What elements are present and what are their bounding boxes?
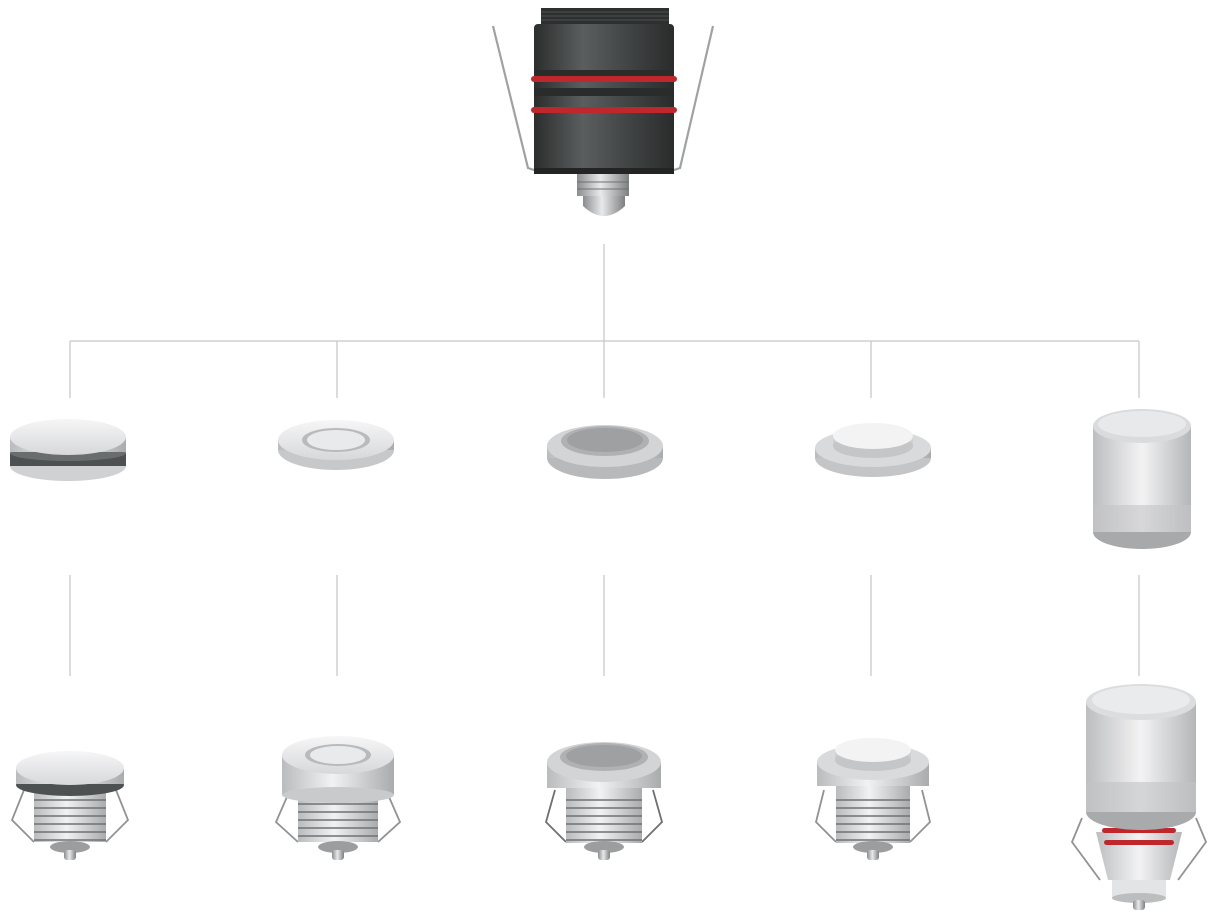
cylinder-frosted-cap-trim [1093,409,1191,549]
frosted-recessed-lens-trim [547,425,663,479]
recessed-housing-base [493,8,713,216]
raised-dome-lens-trim [815,423,931,477]
frosted-lens-downlight-assembled [546,742,662,860]
flat-disc-with-gasket-trim [10,419,126,481]
flat-disc-downlight-assembled [12,751,128,860]
red-seal-lower [1104,840,1174,845]
red-seal-lower [531,107,677,113]
raised-dome-downlight-assembled [816,738,930,860]
cylinder-cap-light-assembled [1072,684,1206,910]
red-seal-upper [531,76,677,82]
ring-lens-downlight-assembled [276,736,400,860]
ring-lens-trim [278,420,394,470]
